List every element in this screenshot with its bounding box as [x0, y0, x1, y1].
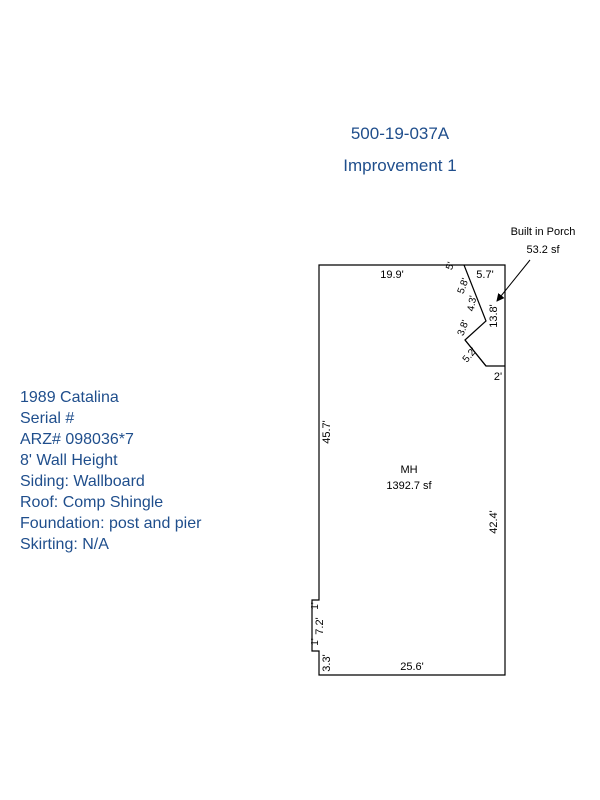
dim-left-lower: 3.3' — [321, 654, 333, 671]
note-siding: Siding: Wallboard — [20, 473, 145, 490]
dim-left-main: 45.7' — [321, 420, 333, 444]
improvement-label: Improvement 1 — [343, 156, 457, 175]
porch-area-size: 53.2 sf — [526, 244, 560, 256]
porch-area-name: Built in Porch — [511, 226, 576, 238]
parcel-number: 500-19-037A — [350, 124, 450, 143]
main-outline — [311, 264, 506, 676]
dim-bottom: 25.6' — [400, 661, 424, 673]
dim-jog-bottom: 1' — [310, 638, 321, 646]
dim-top-porch: 5.7' — [476, 269, 493, 281]
dim-jog-top: 1' — [310, 602, 321, 610]
note-arz: ARZ# 098036*7 — [20, 431, 134, 448]
note-roof: Roof: Comp Shingle — [20, 494, 164, 511]
dim-notch-a: 5' — [444, 261, 457, 272]
dim-porch-bottom: 2' — [494, 371, 502, 383]
dim-notch-d: 3.8' — [456, 319, 472, 338]
note-foundation: Foundation: post and pier — [20, 515, 202, 532]
dim-porch-right: 13.8' — [488, 304, 500, 328]
dim-right-main: 42.4' — [488, 510, 500, 534]
porch-outline — [463, 264, 487, 367]
dim-notch-b: 5.8' — [456, 277, 472, 296]
dim-notch-c: 4.3' — [466, 295, 480, 313]
main-area-size: 1392.7 sf — [386, 480, 432, 492]
main-area-name: MH — [400, 464, 417, 476]
note-skirting: Skirting: N/A — [20, 536, 109, 553]
dim-top-main: 19.9' — [380, 269, 404, 281]
dim-notch-e: 5.2' — [461, 346, 480, 365]
dim-jog-height: 7.2' — [314, 617, 326, 634]
porch-callout-arrow — [496, 259, 531, 302]
property-notes: 1989 Catalina Serial # ARZ# 098036*7 8' … — [20, 387, 201, 555]
note-wall-height: 8' Wall Height — [20, 452, 118, 469]
note-model: 1989 Catalina — [20, 389, 119, 406]
note-serial: Serial # — [20, 410, 75, 427]
